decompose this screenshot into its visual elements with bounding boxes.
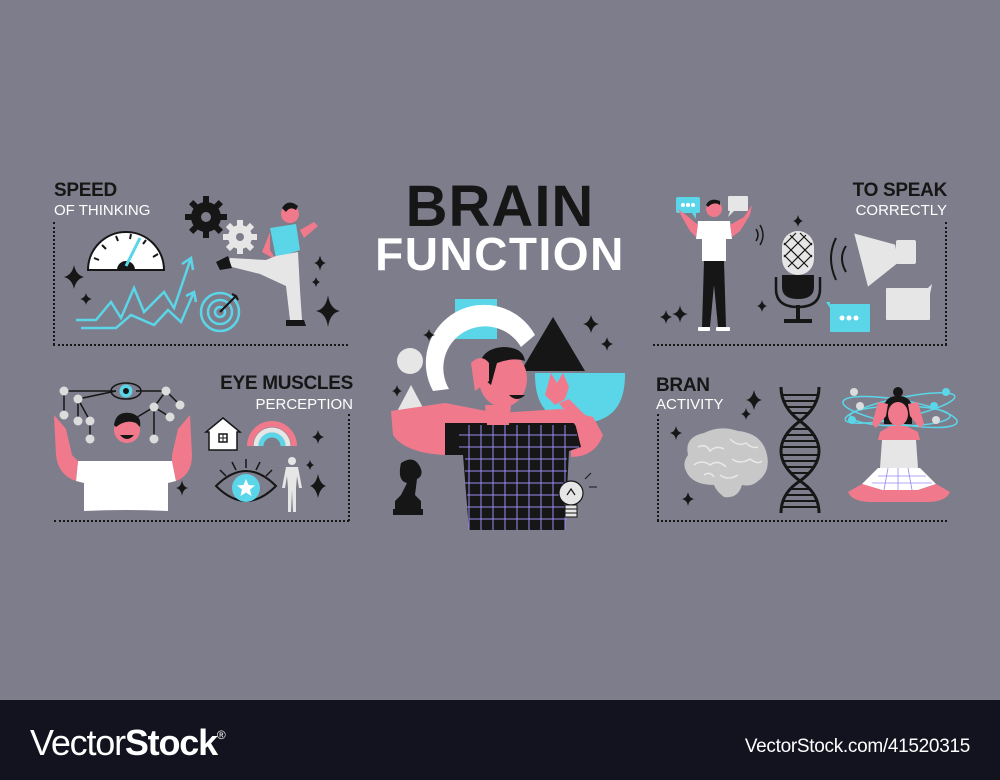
activity-heading: BRAN	[656, 375, 710, 396]
registered-mark: ®	[216, 728, 226, 742]
sparkle-icon	[64, 265, 92, 305]
gear-icon	[185, 196, 227, 238]
title-function: FUNCTION	[375, 228, 625, 280]
sparkle-icon	[176, 430, 326, 498]
eye-icon	[214, 459, 278, 502]
speed-subheading: OF THINKING	[54, 202, 151, 219]
speak-subheading: CORRECTLY	[855, 202, 947, 219]
eye-box-right-border	[348, 414, 350, 521]
eye-heading: EYE MUSCLES	[220, 373, 353, 394]
activity-box-bottom-border	[657, 520, 947, 522]
microphone-icon	[774, 215, 822, 323]
brain-icon	[684, 428, 768, 498]
speedometer-icon	[86, 231, 166, 271]
speaking-man	[672, 196, 764, 331]
speech-bubble-icon	[826, 302, 870, 332]
speed-box-left-border	[53, 222, 55, 345]
brand-bold: Stock	[124, 722, 218, 763]
chess-knight-icon	[395, 459, 422, 511]
brand-light: Vector	[30, 722, 126, 763]
human-figure-icon	[282, 457, 302, 512]
circle-shape	[397, 348, 423, 374]
title-brain: BRAIN	[405, 174, 595, 239]
gear-icon	[223, 220, 257, 254]
speak-heading: TO SPEAK	[852, 180, 948, 201]
center-illustration	[391, 299, 625, 530]
speed-heading: SPEED	[54, 180, 117, 201]
sparkle-icon	[660, 300, 767, 324]
target-icon	[199, 291, 241, 333]
eye-box-bottom-border	[54, 520, 349, 522]
image-url-link[interactable]: VectorStock.com/41520315	[744, 736, 970, 757]
sparkle-icon	[670, 390, 762, 506]
speak-box-bottom-border	[653, 344, 947, 346]
neural-network-icon	[54, 382, 192, 511]
running-man	[216, 202, 318, 326]
rainbow-icon	[247, 421, 297, 447]
eye-subheading: PERCEPTION	[255, 396, 353, 413]
dna-icon	[779, 386, 821, 514]
activity-box-left-border	[657, 414, 659, 521]
activity-subheading: ACTIVITY	[656, 396, 724, 413]
house-icon	[203, 417, 243, 451]
footer-bar	[0, 700, 1000, 780]
speed-box-bottom-border	[53, 344, 348, 346]
trend-arrows-icon	[76, 255, 198, 330]
arc-shape	[425, 304, 535, 391]
lightbulb-icon	[558, 480, 584, 506]
triangle-shape	[521, 317, 585, 371]
vectorstock-logo[interactable]: VectorStock®	[30, 722, 226, 764]
sparkle-icon	[312, 255, 340, 327]
meditating-woman	[842, 387, 958, 502]
speak-box-right-border	[945, 222, 947, 345]
megaphone-icon	[830, 233, 932, 320]
